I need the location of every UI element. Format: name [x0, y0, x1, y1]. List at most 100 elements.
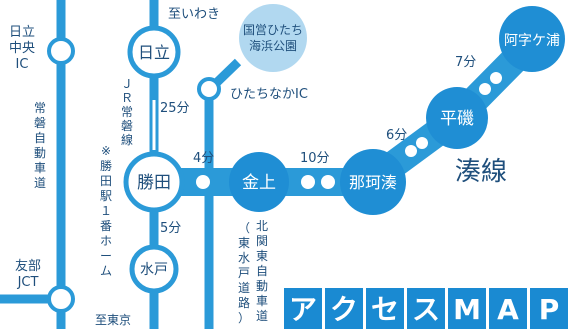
- title-char: ア: [289, 293, 317, 326]
- vertical-label-char: 戸: [238, 266, 250, 280]
- intermediate-stop-dot: [490, 72, 502, 84]
- time-katsuta-kaneage: 4分: [193, 151, 214, 166]
- hitachinaka-ic-label: ひたちなかIC: [230, 87, 308, 102]
- intermediate-stop-dot: [479, 83, 491, 95]
- vertical-label-char: 自: [256, 264, 268, 278]
- station-hitachi: 日立: [127, 25, 181, 79]
- vertical-label-char: 番: [100, 219, 112, 233]
- station-katsuta: 勝田: [123, 151, 185, 213]
- title-box: [325, 288, 363, 329]
- title-char: ク: [330, 293, 358, 326]
- hitachi-chuo-ic-marker: [47, 37, 75, 65]
- vertical-label-char: 駅: [100, 189, 112, 203]
- station-mito: 水戸: [129, 244, 179, 294]
- tomobe-jct-label: 友部 JCT: [15, 258, 41, 290]
- title-box: [284, 288, 322, 329]
- station-ajigaura: 阿字ケ浦: [499, 6, 565, 72]
- svg-text:中央: 中央: [9, 41, 35, 56]
- time-hiraiso-ajigaura: 7分: [455, 55, 476, 70]
- vertical-label-char: ー: [100, 249, 112, 263]
- svg-text:水戸: 水戸: [140, 262, 168, 278]
- time-kaneage-nakaminato: 10分: [300, 151, 330, 166]
- to-iwaki-label: 至いわき: [168, 7, 220, 22]
- vertical-label-char: 東: [256, 249, 268, 263]
- hitachi-seaside-park: 国営ひたち 海浜公園: [239, 4, 307, 72]
- title-box: [530, 288, 568, 329]
- intermediate-stop-dot: [321, 175, 335, 189]
- vertical-label-char: 線: [121, 132, 133, 147]
- vertical-label-char: ホ: [100, 234, 112, 248]
- svg-text:平磯: 平磯: [440, 109, 474, 129]
- vertical-label-char: 道: [238, 281, 250, 295]
- vertical-label-char: 車: [256, 294, 268, 308]
- intermediate-stop-dot: [405, 145, 417, 157]
- vertical-label-char: ）: [238, 311, 250, 325]
- time-nakaminato-hiraiso: 6分: [386, 128, 407, 143]
- to-tokyo-label: 至東京: [95, 313, 131, 327]
- intermediate-stop-dot: [416, 137, 428, 149]
- vertical-label-char: 関: [256, 234, 268, 248]
- vertical-label-char: 路: [238, 295, 250, 310]
- park-name-line2: 海浜公園: [249, 38, 297, 53]
- vertical-label-char: 車: [34, 161, 46, 175]
- title-char: ス: [412, 293, 440, 326]
- title-box: [407, 288, 445, 329]
- vertical-label-char: 自: [34, 131, 46, 145]
- title-box: [366, 288, 404, 329]
- title-char: M: [453, 293, 481, 326]
- title-char: セ: [371, 293, 399, 326]
- vertical-label-char: 北: [256, 219, 268, 233]
- vertical-label-char: 田: [100, 174, 112, 188]
- vertical-label-char: 東: [238, 236, 250, 250]
- vertical-label-char: 磐: [121, 119, 133, 133]
- vertical-label-char: 常: [121, 105, 133, 119]
- vertical-label-char: Ｊ: [121, 77, 133, 91]
- vertical-label-char: 道: [256, 309, 268, 323]
- svg-text:日立: 日立: [138, 43, 170, 62]
- svg-text:JCT: JCT: [17, 275, 39, 290]
- park-name-line1: 国営ひたち: [243, 23, 303, 37]
- svg-text:勝田: 勝田: [137, 173, 171, 193]
- svg-text:金上: 金上: [242, 173, 276, 193]
- intermediate-stop-dot: [196, 175, 210, 189]
- svg-text:日立: 日立: [9, 25, 35, 40]
- rail-dots: [196, 72, 502, 189]
- station-kaneage: 金上: [229, 152, 289, 212]
- vertical-label-char: ※: [101, 144, 111, 158]
- tomobe-jct-marker: [47, 285, 75, 313]
- vertical-label-char: 動: [34, 146, 46, 160]
- svg-text:阿字ケ浦: 阿字ケ浦: [504, 33, 560, 49]
- vertical-label-char: １: [100, 204, 112, 218]
- time-hitachi-katsuta: 25分: [160, 101, 190, 116]
- park-marker: [239, 4, 307, 72]
- intermediate-stop-dot: [301, 175, 315, 189]
- svg-text:那珂湊: 那珂湊: [349, 173, 397, 192]
- time-katsuta-mito: 5分: [160, 221, 181, 236]
- minato-line-label: 湊線: [455, 157, 507, 187]
- vertical-label-char: 磐: [34, 116, 46, 130]
- hitachi-chuo-ic-label: 日立 中央 IC: [9, 25, 35, 72]
- title-char: P: [539, 293, 560, 326]
- vertical-label-char: 水: [238, 251, 250, 265]
- vertical-label-char: 動: [256, 279, 268, 293]
- vertical-label-char: ム: [100, 264, 112, 278]
- vertical-label-char: 道: [34, 176, 46, 190]
- svg-text:友部: 友部: [15, 258, 41, 274]
- title-box: [448, 288, 486, 329]
- title-box: [489, 288, 527, 329]
- vertical-label-char: 勝: [100, 158, 112, 173]
- svg-text:IC: IC: [16, 57, 29, 72]
- title-char: A: [497, 293, 519, 326]
- vertical-label-char: 常: [34, 101, 46, 115]
- station-hiraiso: 平磯: [426, 87, 488, 149]
- vertical-label-char: （: [238, 221, 250, 235]
- station-nakaminato: 那珂湊: [340, 149, 406, 215]
- hitachinaka-ic-marker: [197, 77, 221, 101]
